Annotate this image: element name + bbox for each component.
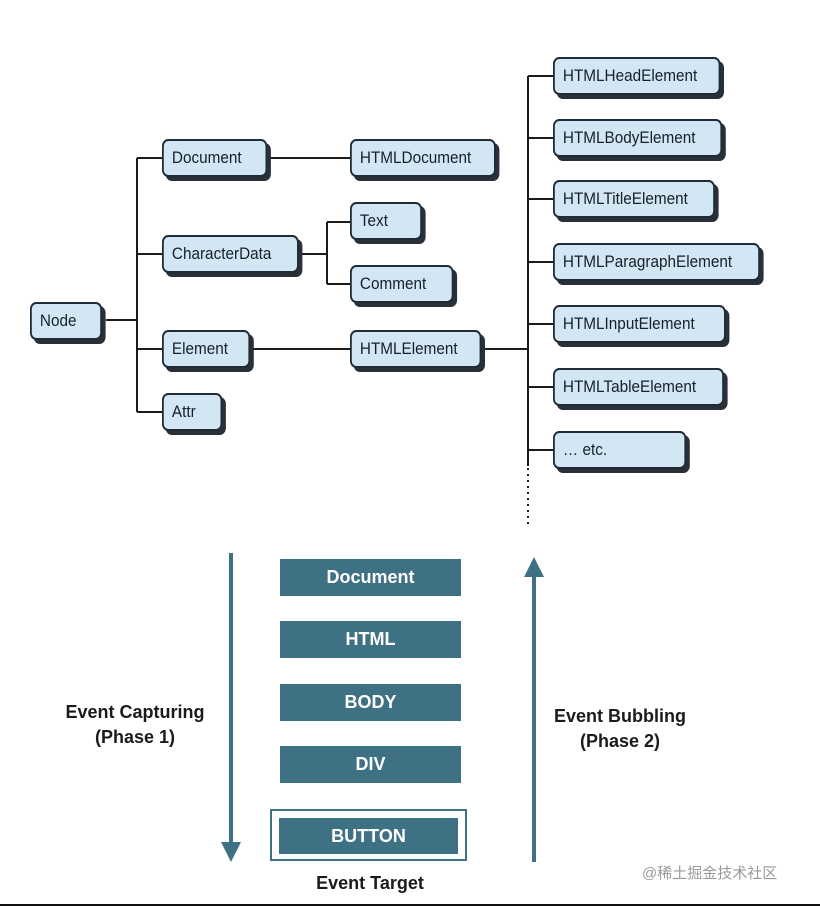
tree-node-label: HTMLInputElement <box>562 314 695 333</box>
capturing-caption-line2: (Phase 1) <box>94 727 176 747</box>
tree-node-attr: Attr <box>162 393 223 431</box>
tree-node-label: Document <box>171 148 242 167</box>
tree-node-label: HTMLBodyElement <box>562 128 696 147</box>
juejin-watermark: @稀土掘金技术社区 <box>642 865 778 882</box>
layer-body: BODY <box>280 684 461 721</box>
layer-label: DIV <box>355 754 386 774</box>
bubbling-caption: Event Bubbling (Phase 2) <box>530 704 710 754</box>
tree-node-label: … etc. <box>562 440 608 459</box>
tree-node-label: HTMLHeadElement <box>562 66 698 85</box>
event-target-outline <box>270 809 467 861</box>
event-target-caption: Event Target <box>270 872 470 894</box>
tree-node-label: HTMLDocument <box>359 148 472 167</box>
capturing-arrow-head <box>221 842 241 862</box>
tree-node-etc: … etc. <box>553 431 687 469</box>
tree-node-htmltableelement: HTMLTableElement <box>553 368 724 406</box>
layer-div: DIV <box>280 746 461 783</box>
layer-label: Document <box>326 567 415 587</box>
layer-label: BODY <box>344 692 397 712</box>
tree-node-htmlheadelement: HTMLHeadElement <box>553 57 721 95</box>
layer-button: BUTTON <box>279 818 458 854</box>
tree-node-element: Element <box>162 330 251 368</box>
tree-node-htmldocument: HTMLDocument <box>350 139 496 177</box>
tree-node-label: HTMLTableElement <box>562 377 697 396</box>
tree-node-htmlinputelement: HTMLInputElement <box>553 305 726 343</box>
bubbling-caption-line1: Event Bubbling <box>554 706 686 726</box>
tree-node-label: HTMLParagraphElement <box>562 252 733 271</box>
capturing-caption-line1: Event Capturing <box>65 702 205 722</box>
tree-node-document: Document <box>162 139 268 177</box>
bubbling-arrow-head <box>524 557 544 577</box>
tree-node-label: Comment <box>359 274 427 293</box>
tree-node-label: HTMLElement <box>359 339 458 358</box>
tree-node-text: Text <box>350 202 422 240</box>
tree-node-label: Text <box>359 211 388 230</box>
tree-node-comment: Comment <box>350 265 454 303</box>
tree-node-htmltitleelement: HTMLTitleElement <box>553 180 715 218</box>
layer-label: BUTTON <box>331 826 406 846</box>
tree-node-label: HTMLTitleElement <box>562 189 688 208</box>
tree-node-label: Attr <box>171 402 196 421</box>
bubbling-caption-line2: (Phase 2) <box>579 731 661 751</box>
tree-node-characterdata: CharacterData <box>162 235 299 273</box>
tree-node-label: Node <box>39 311 77 330</box>
dom-tree-connectors <box>106 75 553 526</box>
tree-node-node: Node <box>30 302 102 340</box>
layer-html: HTML <box>280 621 461 658</box>
layer-label: HTML <box>345 629 396 649</box>
bottom-border <box>0 904 820 906</box>
tree-node-htmlelement: HTMLElement <box>350 330 482 368</box>
tree-node-label: CharacterData <box>171 244 272 263</box>
tree-node-htmlparagraphelement: HTMLParagraphElement <box>553 243 760 281</box>
tree-node-label: Element <box>171 339 229 358</box>
capturing-caption: Event Capturing (Phase 1) <box>40 700 230 750</box>
layer-document: Document <box>280 559 461 596</box>
tree-node-htmlbodyelement: HTMLBodyElement <box>553 119 723 157</box>
event-target-label: Event Target <box>316 873 424 893</box>
